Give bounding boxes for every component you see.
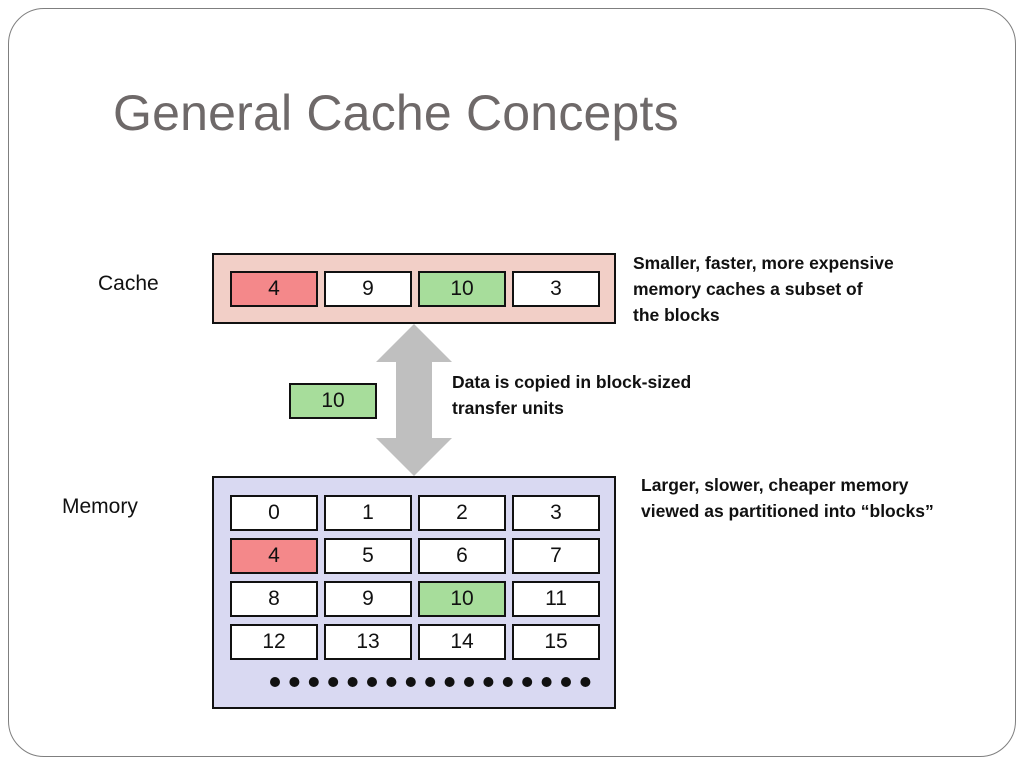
- memory-label: Memory: [62, 495, 138, 518]
- memory-block: 1: [324, 495, 412, 531]
- memory-block: 0: [230, 495, 318, 531]
- memory-block: 6: [418, 538, 506, 574]
- transfer-note-line: transfer units: [452, 398, 564, 418]
- memory-block: 11: [512, 581, 600, 617]
- ellipsis-dot: [561, 677, 571, 687]
- double-headed-arrow-icon: [376, 324, 452, 476]
- cache-block: 4: [230, 271, 318, 307]
- transfer-note-line: Data is copied in block-sized: [452, 372, 692, 392]
- memory-block: 9: [324, 581, 412, 617]
- cache-block: 3: [512, 271, 600, 307]
- transfer-block: 10: [289, 383, 377, 419]
- cache-panel: 4 9 10 3: [212, 253, 616, 324]
- ellipsis-dot: [502, 677, 513, 687]
- cache-note: Smaller, faster, more expensive memory c…: [633, 250, 894, 328]
- memory-block: 15: [512, 624, 600, 660]
- ellipsis-dot: [270, 677, 280, 687]
- memory-block: 10: [418, 581, 506, 617]
- cache-note-line: memory caches a subset of: [633, 279, 863, 299]
- memory-block: 14: [418, 624, 506, 660]
- memory-note-line: Larger, slower, cheaper memory: [641, 475, 909, 495]
- ellipsis-dot: [308, 677, 319, 687]
- slide-title: General Cache Concepts: [113, 85, 679, 141]
- ellipsis-dot: [522, 677, 533, 687]
- ellipsis-dot: [347, 677, 358, 687]
- ellipsis-dot: [405, 677, 416, 687]
- ellipsis-dot: [580, 677, 591, 687]
- ellipsis-dot: [483, 677, 494, 687]
- memory-block: 4: [230, 538, 318, 574]
- memory-block: 8: [230, 581, 318, 617]
- cache-note-line: the blocks: [633, 305, 720, 325]
- ellipsis-dot: [541, 677, 552, 687]
- memory-block: 2: [418, 495, 506, 531]
- cache-block: 9: [324, 271, 412, 307]
- memory-block: 7: [512, 538, 600, 574]
- memory-note: Larger, slower, cheaper memory viewed as…: [641, 472, 934, 524]
- memory-note-line: viewed as partitioned into “blocks”: [641, 501, 934, 521]
- memory-block: 5: [324, 538, 412, 574]
- cache-note-line: Smaller, faster, more expensive: [633, 253, 894, 273]
- ellipsis-dot: [367, 677, 377, 687]
- memory-block: 12: [230, 624, 318, 660]
- transfer-note: Data is copied in block-sized transfer u…: [452, 369, 691, 421]
- ellipsis-dot: [386, 677, 397, 687]
- memory-block: 3: [512, 495, 600, 531]
- cache-label: Cache: [98, 272, 159, 295]
- ellipsis-dot: [444, 677, 455, 687]
- arrow-shape: [376, 324, 452, 476]
- ellipsis-dot: [425, 677, 436, 687]
- cache-block: 10: [418, 271, 506, 307]
- ellipsis-dot: [289, 677, 300, 687]
- memory-block: 13: [324, 624, 412, 660]
- ellipsis-dot: [464, 677, 474, 687]
- ellipsis-dots: [270, 677, 591, 687]
- ellipsis-dot: [328, 677, 339, 687]
